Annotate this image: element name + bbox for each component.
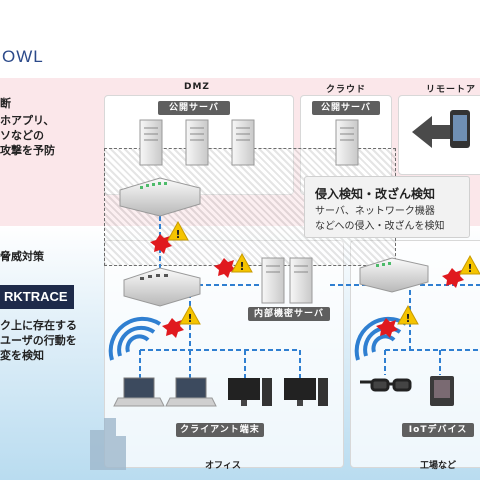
callout-title: 侵入検知・改ざん検知 — [315, 187, 436, 201]
dmz-server-tag: 公開サーバ — [158, 101, 230, 115]
warning-icon: ! — [179, 304, 201, 325]
server-icon — [289, 257, 313, 304]
switch-icon — [119, 177, 201, 217]
warning-icon: ! — [231, 252, 253, 273]
svg-text:!: ! — [240, 260, 245, 273]
svg-text:!: ! — [188, 312, 193, 325]
svg-text:!: ! — [468, 262, 473, 275]
darktrace-logo: RKTRACE — [0, 285, 74, 309]
cloud-server-tag: 公開サーバ — [312, 101, 380, 115]
office-label: オフィス — [205, 461, 241, 471]
desktop-icon — [284, 378, 328, 406]
left-top-text-3: ソなどの — [0, 129, 44, 142]
internal-server-tag: 内部機密サーバ — [248, 307, 330, 321]
zone-label-cloud: クラウド — [326, 85, 367, 95]
server-icon — [261, 257, 285, 304]
brand-logo-text: OWL — [2, 47, 44, 66]
server-icon — [231, 119, 255, 166]
laptop-icon — [165, 377, 217, 407]
left-bottom-title: 脅威対策 — [0, 250, 44, 263]
svg-text:!: ! — [176, 228, 181, 241]
alert-burst-icon — [150, 234, 172, 254]
left-bottom-text-3: 変を検知 — [0, 349, 44, 362]
callout-body-1: サーバ、ネットワーク機器 — [315, 206, 435, 217]
left-bottom-text-1: ク上に存在する — [0, 319, 77, 332]
client-terminal-tag: クライアント端末 — [176, 423, 264, 437]
zone-label-dmz: DMZ — [184, 82, 210, 92]
server-icon — [335, 119, 359, 166]
building-icon — [90, 418, 126, 470]
laptop-icon — [113, 377, 165, 407]
server-icon — [139, 119, 163, 166]
arrow-left-icon — [412, 116, 452, 148]
alert-burst-icon — [442, 268, 464, 288]
wifi-icon — [108, 316, 162, 361]
iot-device-tag: IoTデバイス — [402, 423, 474, 437]
warning-icon: ! — [459, 254, 480, 275]
left-top-text-4: 攻撃を予防 — [0, 144, 55, 157]
warning-icon: ! — [397, 304, 419, 325]
dmz-server-icons — [139, 119, 255, 166]
left-top-text-2: ホアプリ、 — [0, 114, 55, 127]
smart-glasses-icon — [360, 378, 412, 392]
iot-device-icon — [430, 376, 454, 406]
callout-body-2: などへの侵入・改ざんを検知 — [315, 221, 445, 232]
switch-icon — [359, 257, 429, 293]
server-icon — [185, 119, 209, 166]
factory-label: 工場など — [420, 461, 457, 471]
left-bottom-text-2: ユーザの行動を — [0, 334, 77, 347]
zone-label-remote: リモートア — [426, 85, 477, 95]
alert-burst-icon — [376, 318, 398, 338]
left-top-text-1: 断 — [0, 97, 11, 110]
smartphone-icon — [450, 110, 470, 148]
svg-text:!: ! — [406, 312, 411, 325]
alert-burst-icon — [214, 258, 236, 278]
switch-icon — [123, 267, 201, 307]
desktop-icon — [228, 378, 272, 406]
intrusion-detection-callout: 侵入検知・改ざん検知 サーバ、ネットワーク機器 などへの侵入・改ざんを検知 — [304, 176, 470, 238]
warning-icon: ! — [167, 220, 189, 241]
alert-burst-icon — [162, 318, 184, 338]
